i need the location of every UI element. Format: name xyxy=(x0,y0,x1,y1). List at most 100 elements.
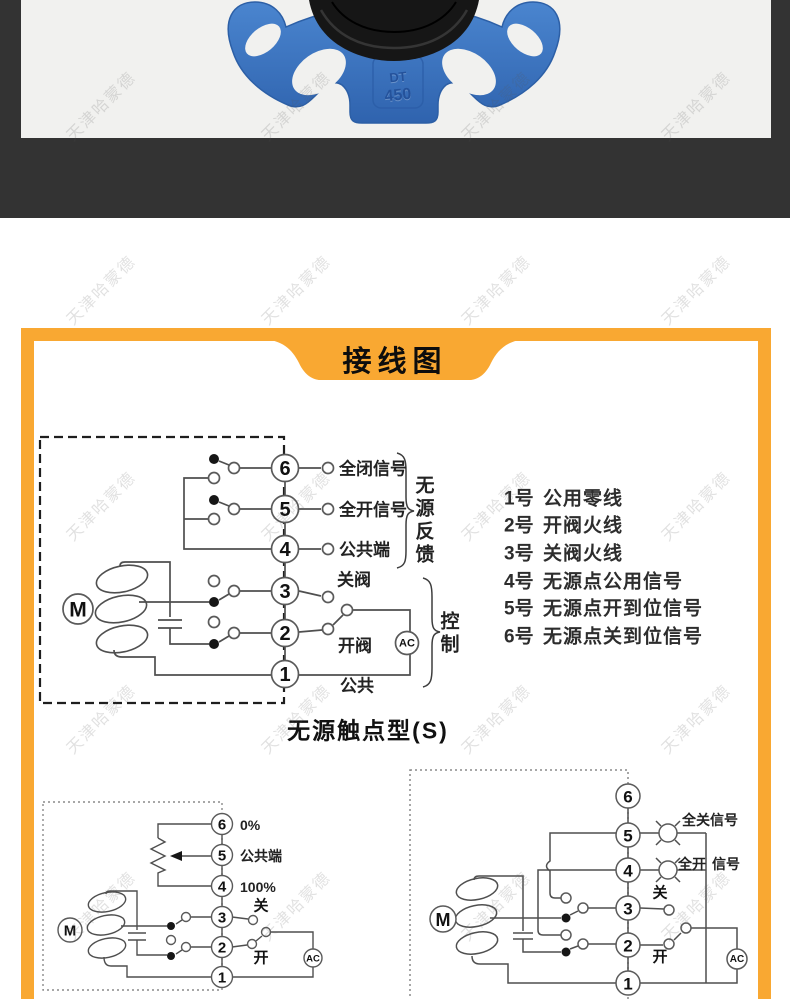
ac-circle xyxy=(726,948,748,970)
terminal-circle xyxy=(270,659,300,689)
terminal-number: 6 xyxy=(279,458,291,480)
motor-circle xyxy=(62,593,94,625)
motor-label: M xyxy=(69,598,87,622)
resistor-icon xyxy=(149,837,211,887)
lamp-circles xyxy=(429,783,748,996)
motor-circle xyxy=(429,905,457,933)
terminal-number: 1 xyxy=(623,974,633,994)
note-desc: 无源点关到位信号 xyxy=(543,626,704,648)
label-close-valve: 关阀 xyxy=(337,570,371,590)
lamp-motor-coil xyxy=(454,877,499,955)
note-num: 5号 xyxy=(504,598,534,620)
panel-title-tab xyxy=(262,339,528,380)
terminal-number: 6 xyxy=(217,816,227,834)
lamp-diagram-wires xyxy=(409,769,738,999)
terminal-number: 3 xyxy=(217,909,227,927)
valve-marking-bottom: 450 xyxy=(383,85,413,106)
terminal-number: 2 xyxy=(217,939,227,957)
wiring-panel xyxy=(21,328,771,999)
terminal-number: 4 xyxy=(279,539,291,561)
pot-motor-coil xyxy=(86,891,127,959)
terminal-circle xyxy=(210,965,234,989)
main-motor-coil xyxy=(94,564,149,654)
lamp-contact-dots xyxy=(561,913,571,957)
label-full-open: 全开 xyxy=(678,856,706,872)
label-full-close-signal: 全闭信号 xyxy=(339,459,407,479)
handle-hole xyxy=(442,48,496,96)
terminal-number: 6 xyxy=(623,787,633,807)
dark-divider-band xyxy=(0,138,790,218)
terminal-circle xyxy=(615,783,641,809)
note-desc: 无源点开到位信号 xyxy=(543,598,704,620)
label-0-percent: 0% xyxy=(240,817,261,833)
terminal-circle xyxy=(270,576,300,606)
label-open: 开 xyxy=(253,949,269,967)
terminal-circle xyxy=(270,453,300,483)
note-num: 1号 xyxy=(504,488,534,510)
terminal-circle xyxy=(210,812,234,836)
lamp-rays xyxy=(655,820,681,883)
label-signal: 信号 xyxy=(712,856,740,872)
rubber-boot xyxy=(309,0,479,61)
terminal-circle xyxy=(210,874,234,898)
label-100-percent: 100% xyxy=(240,879,276,895)
main-dashed-border xyxy=(38,435,286,705)
main-diagram-wires xyxy=(38,435,441,705)
motor-label: M xyxy=(63,922,77,940)
lamp-dotted-border xyxy=(409,769,629,999)
terminal-circle xyxy=(270,494,300,524)
valve-marking-top: DT xyxy=(388,68,408,86)
note-desc: 公用零线 xyxy=(543,488,624,510)
main-contact-dots xyxy=(209,454,219,649)
pot-diagram-wires xyxy=(42,801,314,991)
handle-hole xyxy=(245,23,281,57)
motor-circle xyxy=(57,917,83,943)
terminal-number: 5 xyxy=(623,826,633,846)
wiper-arrowhead xyxy=(170,851,182,861)
main-motor-top-wire xyxy=(119,561,171,617)
note-desc: 开阀火线 xyxy=(543,515,624,537)
label-open-valve: 开阀 xyxy=(338,636,372,656)
terminal-circle xyxy=(615,970,641,996)
terminal-circle xyxy=(615,857,641,883)
lamp-icon xyxy=(658,823,678,843)
pot-capacitor-icon xyxy=(128,932,146,941)
product-photo-section xyxy=(0,0,790,138)
lamp-icon xyxy=(658,860,678,880)
terminal-circle xyxy=(615,822,641,848)
terminal-number: 1 xyxy=(217,969,227,987)
terminal-circle xyxy=(210,905,234,929)
terminal-number: 4 xyxy=(217,878,227,896)
diagram-caption: 无源触点型(S) xyxy=(287,717,449,744)
butterfly-valve-image xyxy=(227,0,561,124)
lamp-capacitor-icon xyxy=(513,932,533,940)
label-common-terminal: 公共端 xyxy=(240,848,282,864)
label-common-terminal: 公共端 xyxy=(339,540,390,560)
note-num: 6号 xyxy=(504,626,534,648)
main-capacitor-icon xyxy=(158,619,182,629)
pot-dotted-border xyxy=(42,801,223,991)
pot-circles xyxy=(57,812,323,989)
handle-hole xyxy=(507,23,543,57)
main-circles xyxy=(62,453,420,689)
label-close: 关 xyxy=(652,884,668,902)
terminal-circle xyxy=(615,895,641,921)
terminal-circle xyxy=(270,534,300,564)
terminal-circle xyxy=(210,935,234,959)
terminal-number: 4 xyxy=(623,861,633,881)
terminal-number: 5 xyxy=(217,847,227,865)
note-desc: 关阀火线 xyxy=(543,543,624,565)
label-close: 关 xyxy=(253,897,269,915)
ac-label: AC xyxy=(729,954,745,965)
product-photo xyxy=(21,0,771,138)
ac-circle xyxy=(394,630,420,656)
page-title: 接线图 xyxy=(342,346,448,378)
terminal-number: 5 xyxy=(279,499,291,521)
terminal-number: 2 xyxy=(623,936,633,956)
label-control: 控制 xyxy=(437,611,459,657)
note-desc: 无源点公用信号 xyxy=(543,571,684,593)
note-num: 3号 xyxy=(504,543,534,565)
terminal-circle xyxy=(210,843,234,867)
